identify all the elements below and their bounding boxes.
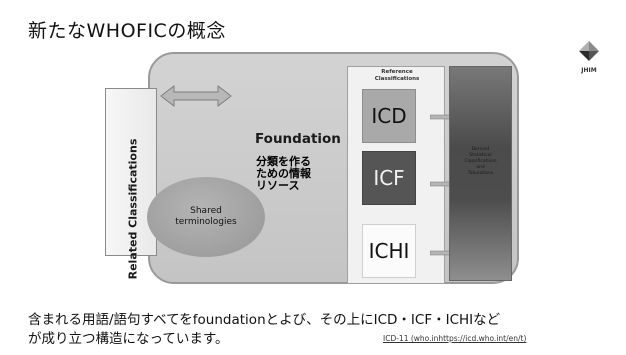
whofic-diagram: Related Classifications Foundation 分類を作る… [103, 52, 519, 284]
reference-classifications-title: Reference Classifications [374, 69, 420, 82]
source-credit-link[interactable]: ICD-11 (who.inhttps://icd.who.int/en/t) [383, 334, 527, 343]
ichi-box: ICHI [362, 224, 416, 278]
caption-line-1: 含まれる用語/語句すべてをfoundationとよび、その上にICD・ICF・I… [28, 312, 501, 328]
slide-title: 新たなWHOFICの概念 [28, 20, 226, 42]
caption: 含まれる用語/語句すべてをfoundationとよび、その上にICD・ICF・I… [28, 311, 500, 349]
shared-terminologies-ellipse: Shared terminologies [147, 177, 265, 257]
related-classifications-box: Related Classifications [105, 88, 157, 279]
logo-text: JHIM [581, 67, 597, 74]
foundation-note-jp: 分類を作る ための情報 リソース [256, 155, 311, 192]
icd-box: ICD [362, 89, 416, 143]
icf-box: ICF [362, 151, 416, 205]
jhim-logo: JHIM [571, 40, 607, 74]
derived-classifications-box: Derived Statistical Classifications and … [449, 66, 512, 281]
related-classifications-label: Related Classifications [126, 138, 140, 280]
shared-terminologies-label: Shared terminologies [175, 206, 237, 227]
jhim-logo-icon [579, 41, 599, 61]
caption-line-2: が成り立つ構造になっています。 [28, 331, 229, 347]
derived-classifications-label: Derived Statistical Classifications and … [464, 147, 497, 176]
double-arrow-icon [160, 84, 232, 108]
reference-classifications-box: Reference Classifications ICD ICF ICHI [347, 66, 445, 284]
foundation-label: Foundation [255, 131, 341, 147]
